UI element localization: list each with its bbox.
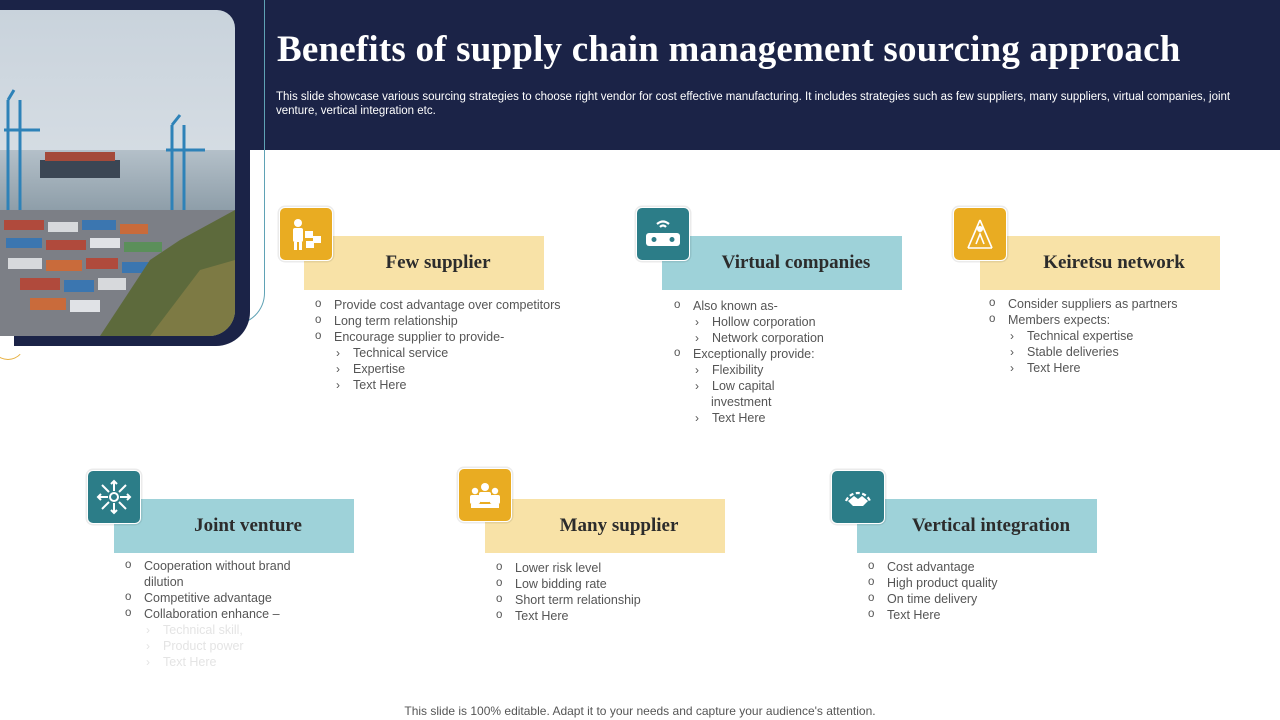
slide-title: Benefits of supply chain management sour… <box>277 29 1181 70</box>
list-item: High product quality <box>868 574 997 591</box>
list-item-faded: Technical skill, <box>125 622 291 638</box>
list-item: Competitive advantage <box>125 589 291 606</box>
card-title-text: Few supplier <box>385 252 491 273</box>
list-item: Expertise <box>315 361 561 377</box>
slide-footer: This slide is 100% editable. Adapt it to… <box>404 704 876 718</box>
list-item-faded: Product power <box>125 638 291 654</box>
list-item: Exceptionally provide: <box>674 345 824 362</box>
card-vertical-integration-title: Vertical integration <box>857 499 1097 553</box>
list-item: Flexibility <box>674 362 824 378</box>
network-person-icon <box>953 207 1007 261</box>
card-title-text: Keiretsu network <box>1043 252 1185 273</box>
list-item: Long term relationship <box>315 312 561 329</box>
card-keiretsu-network-title: Keiretsu network <box>980 236 1220 290</box>
list-item: Collaboration enhance – <box>125 605 291 622</box>
card-joint-venture-title: Joint venture <box>114 499 354 553</box>
list-item: Technical service <box>315 345 561 361</box>
card-many-supplier-title: Many supplier <box>485 499 725 553</box>
slide-subtitle: This slide showcase various sourcing str… <box>276 91 1231 117</box>
list-item: On time delivery <box>868 590 997 607</box>
list-item: Text Here <box>496 607 641 624</box>
card-title-text: Many supplier <box>559 515 679 536</box>
supplier-boxes-icon <box>279 207 333 261</box>
list-item: Members expects: <box>989 311 1178 328</box>
list-item: Also known as- <box>674 297 824 314</box>
list-item: Provide cost advantage over competitors <box>315 296 561 313</box>
list-item-continuation: dilution <box>144 575 184 589</box>
card-few-supplier-list: Provide cost advantage over competitors … <box>315 296 561 393</box>
list-item: Cooperation without brand <box>125 557 291 574</box>
list-item: Lower risk level <box>496 559 641 576</box>
arrows-gear-icon <box>87 470 141 524</box>
list-item: Short term relationship <box>496 591 641 608</box>
list-item: Text Here <box>868 606 997 623</box>
list-item-continuation: investment <box>711 395 772 409</box>
list-item: Cost advantage <box>868 558 997 575</box>
list-item: Stable deliveries <box>989 344 1178 360</box>
card-few-supplier-title: Few supplier <box>304 236 544 290</box>
list-item: Hollow corporation <box>674 314 824 330</box>
handshake-gear-icon <box>831 470 885 524</box>
list-item: Low bidding rate <box>496 575 641 592</box>
card-title-text: Virtual companies <box>721 252 871 273</box>
card-title-text: Vertical integration <box>911 515 1071 536</box>
card-title-text: Joint venture <box>194 515 302 536</box>
list-item: Text Here <box>674 410 824 426</box>
card-keiretsu-network-list: Consider suppliers as partners Members e… <box>989 295 1178 376</box>
group-people-icon <box>458 468 512 522</box>
list-item: Technical expertise <box>989 328 1178 344</box>
list-item: Consider suppliers as partners <box>989 295 1178 312</box>
list-item: Text Here <box>315 377 561 393</box>
card-virtual-companies-title: Virtual companies <box>662 236 902 290</box>
list-item: Low capital <box>674 378 824 394</box>
list-item: Text Here <box>989 360 1178 376</box>
card-joint-venture-list: Cooperation without brand dilution Compe… <box>125 557 291 670</box>
card-vertical-integration-list: Cost advantage High product quality On t… <box>868 558 997 623</box>
port-photo <box>0 10 235 336</box>
list-item-faded: Text Here <box>125 654 291 670</box>
list-item: Network corporation <box>674 330 824 346</box>
card-many-supplier-list: Lower risk level Low bidding rate Short … <box>496 559 641 624</box>
vr-headset-icon <box>636 207 690 261</box>
card-virtual-companies-list: Also known as- Hollow corporation Networ… <box>674 297 824 426</box>
list-item: Encourage supplier to provide- <box>315 328 561 345</box>
